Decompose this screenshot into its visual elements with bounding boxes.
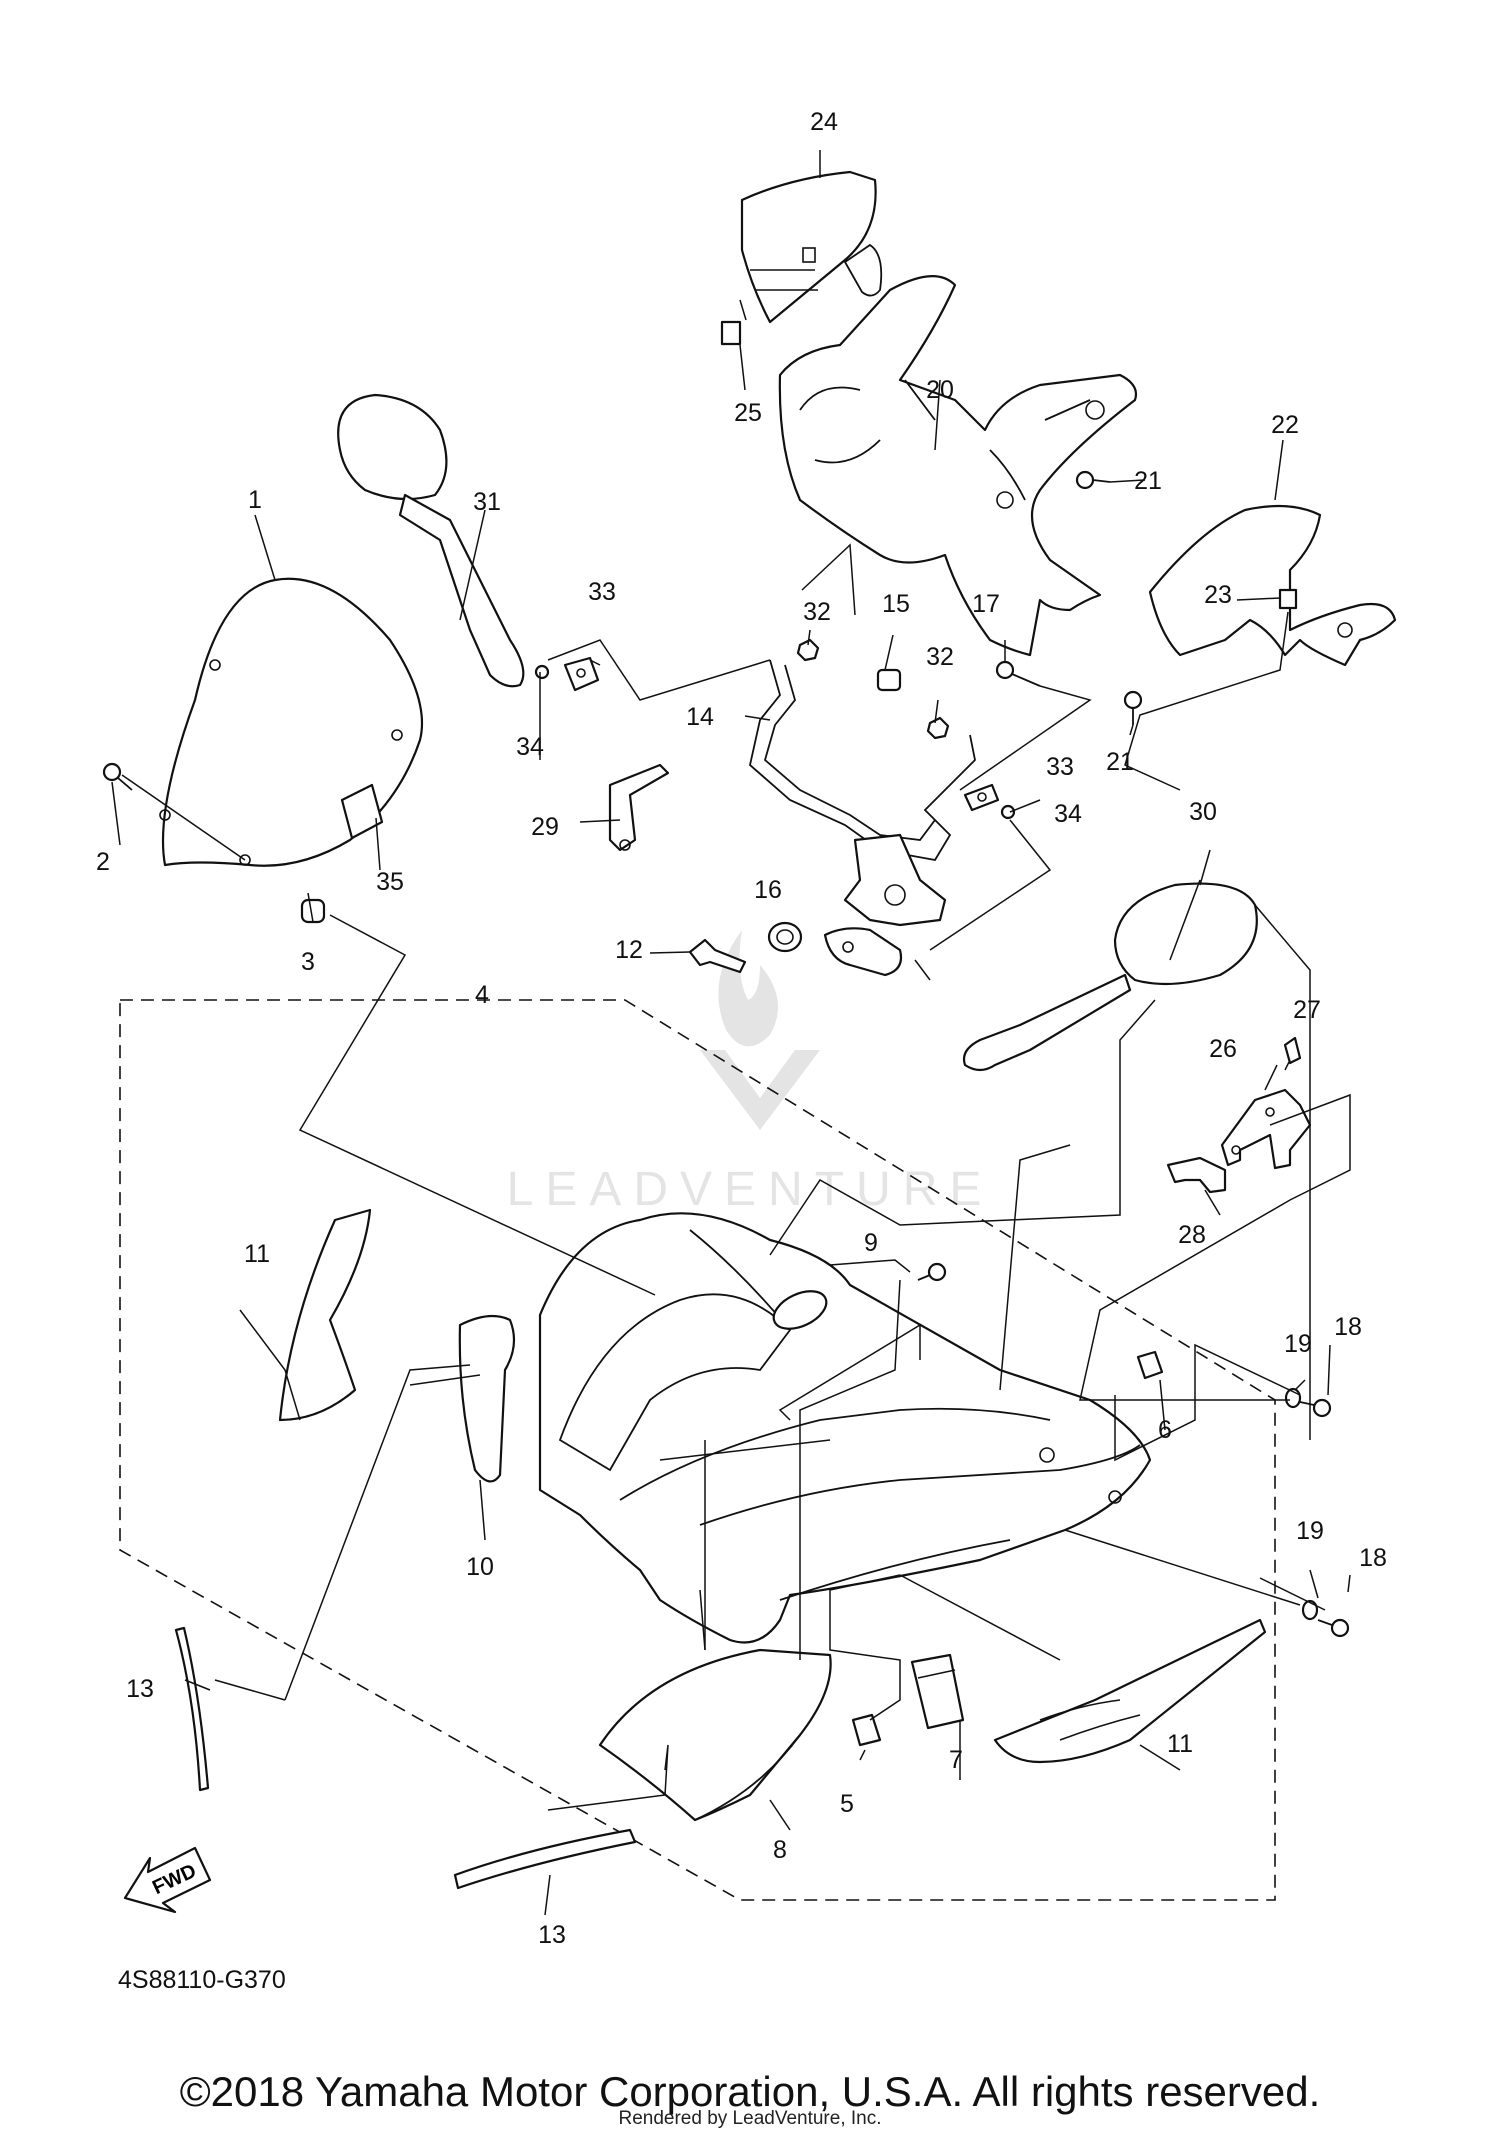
part-21-screw-a	[1075, 470, 1111, 490]
callout-33-right: 33	[1046, 753, 1074, 781]
callout-11-right: 11	[1167, 1730, 1193, 1758]
part-9-screw	[917, 1262, 947, 1282]
callout-9: 9	[864, 1229, 878, 1257]
callout-10: 10	[466, 1553, 494, 1581]
callout-5: 5	[840, 1790, 854, 1818]
part-13-trim-left	[174, 1626, 210, 1792]
part-32-nut-b	[926, 716, 950, 740]
callout-2: 2	[96, 848, 110, 876]
part-32-nut-a	[796, 638, 820, 662]
part-11-decal-right	[993, 1618, 1267, 1764]
part-10-side-piece	[458, 1314, 516, 1483]
callout-12: 12	[615, 936, 643, 964]
part-16-bracket-plate	[823, 927, 903, 977]
callout-16: 16	[754, 876, 782, 904]
callout-29: 29	[531, 813, 559, 841]
part-18-bolt-b	[1317, 1618, 1350, 1638]
callout-14: 14	[686, 703, 714, 731]
callout-34-right: 34	[1054, 800, 1082, 828]
callout-7: 7	[949, 1746, 963, 1774]
callout-13-bottom: 13	[538, 1921, 566, 1949]
callout-6: 6	[1158, 1416, 1172, 1444]
callout-18-bottom: 18	[1359, 1544, 1387, 1572]
callout-35: 35	[376, 868, 404, 896]
callout-11-left: 11	[244, 1240, 270, 1268]
part-11-decal-left	[278, 1208, 372, 1422]
callout-3: 3	[301, 948, 315, 976]
copyright-notice: ©2018 Yamaha Motor Corporation, U.S.A. A…	[179, 2068, 1321, 2115]
part-5-clip	[851, 1713, 882, 1747]
part-29-bracket	[608, 763, 670, 852]
part-18-bolt-a	[1299, 1398, 1332, 1418]
callout-20: 20	[926, 376, 954, 404]
callout-28: 28	[1178, 1221, 1206, 1249]
part-34-nut-b	[1000, 804, 1016, 820]
diagram-code: 4S88110-G370	[118, 1966, 286, 1994]
part-21-screw-b	[1123, 690, 1143, 725]
part-6-clip-nut	[1136, 1350, 1164, 1380]
callout-8: 8	[773, 1836, 787, 1864]
part-7-pad	[910, 1653, 965, 1730]
part-34-nut-a	[534, 664, 550, 680]
callout-24: 24	[810, 108, 838, 136]
part-30-right-mirror	[962, 882, 1258, 1072]
callout-25: 25	[734, 399, 762, 427]
upper-cowling-assembly-outline	[119, 999, 1276, 1901]
callout-27: 27	[1293, 996, 1321, 1024]
callout-32-mid: 32	[926, 643, 954, 671]
callout-1: 1	[248, 486, 262, 514]
callout-21-bottom: 21	[1106, 748, 1134, 776]
callout-19-bottom: 19	[1296, 1517, 1324, 1545]
rendered-by-notice: Rendered by LeadVenture, Inc.	[618, 2108, 882, 2129]
part-15-damper	[876, 668, 902, 692]
callout-30: 30	[1189, 798, 1217, 826]
part-33-plate-a	[563, 656, 600, 692]
part-16-grommet	[767, 921, 803, 953]
part-12-rod	[688, 938, 747, 974]
callout-32-top: 32	[803, 598, 831, 626]
callout-34-left: 34	[516, 733, 544, 761]
part-19-washer-b	[1301, 1599, 1319, 1621]
callout-15: 15	[882, 590, 910, 618]
part-8-lower-cover	[598, 1648, 832, 1822]
callout-13-left: 13	[126, 1675, 154, 1703]
callout-23: 23	[1204, 581, 1232, 609]
part-2-screw	[102, 762, 133, 791]
part-14-stay	[749, 659, 976, 927]
part-20-inner-panel	[778, 275, 1138, 657]
callout-22: 22	[1271, 411, 1299, 439]
callout-33-left: 33	[588, 578, 616, 606]
watermark-text: LEADVENTURE	[507, 1163, 994, 1216]
part-22-side-bracket	[1148, 504, 1397, 667]
fwd-arrow-icon: FWD	[123, 1846, 212, 1914]
leader-lines	[111, 150, 1351, 1916]
callout-21-top: 21	[1134, 467, 1162, 495]
part-4-upper-cowling	[538, 1212, 1152, 1644]
part-28-clamp	[1166, 1156, 1227, 1194]
callouts: 1 2 3 4 5 6 7 8 9 10 11 11 12 13 13 14 1…	[96, 108, 1387, 1949]
part-31-left-mirror	[337, 393, 525, 688]
callout-19-top: 19	[1284, 1330, 1312, 1358]
part-33-plate-b	[963, 783, 1000, 812]
callout-31: 31	[473, 488, 501, 516]
part-24-meter-cover	[740, 170, 883, 324]
part-17-bolt	[995, 660, 1041, 687]
part-35-label-pad	[340, 783, 384, 840]
leadventure-watermark: LEADVENTURE	[507, 930, 994, 1216]
part-13-trim-bottom	[453, 1828, 637, 1890]
part-25-clip	[720, 320, 742, 346]
callout-4: 4	[475, 981, 489, 1009]
part-23-clip	[1278, 588, 1298, 610]
callout-18-top: 18	[1334, 1313, 1362, 1341]
callout-17: 17	[972, 590, 1000, 618]
part-26-bracket	[1220, 1088, 1312, 1170]
callout-26: 26	[1209, 1035, 1237, 1063]
part-27-pad	[1283, 1036, 1302, 1065]
